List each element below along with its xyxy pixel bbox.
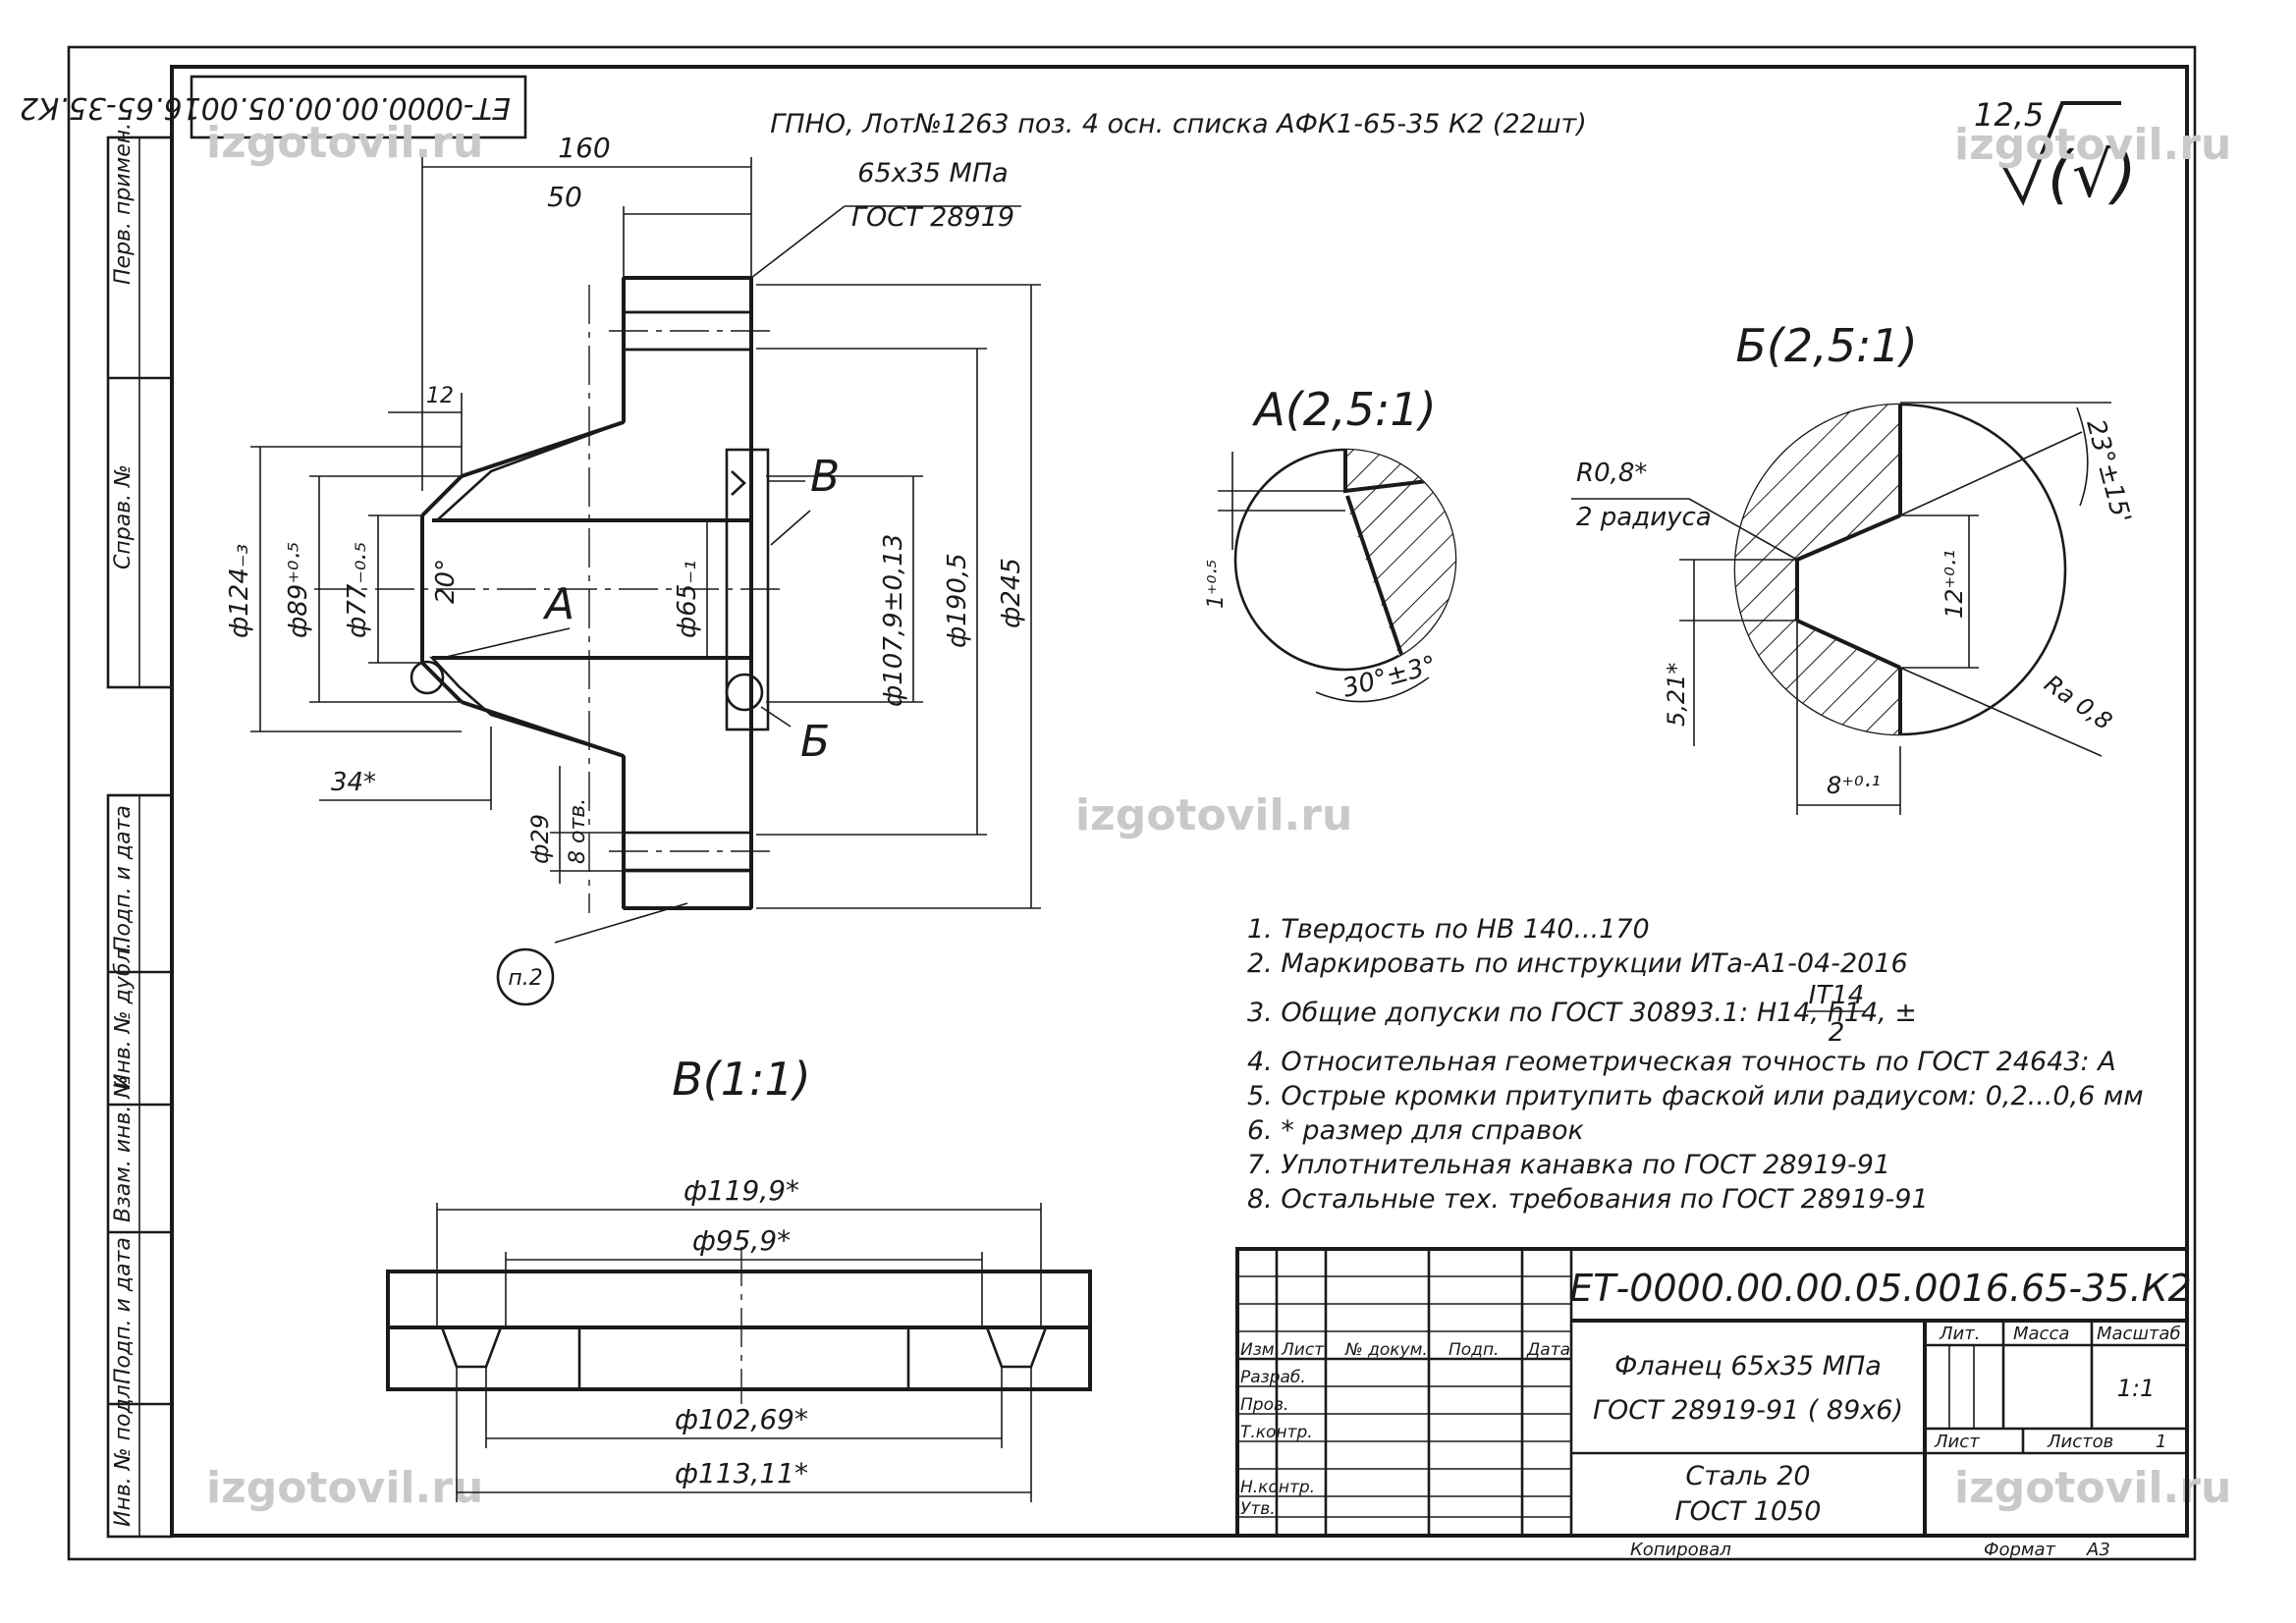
roughness-value: 12,5 [1974, 96, 2044, 134]
detail-b-angle: 23°±15' [2080, 416, 2136, 526]
note-1: 1. Твердость по НВ 140...170 [1247, 914, 1650, 945]
watermark-5: izgotovil.ru [1954, 1463, 2231, 1513]
roughness-symbol: 12,5 (√) [1974, 96, 2137, 212]
dim-holes: 8 отв. [566, 798, 590, 864]
detail-b-dim-12: 12⁺⁰·¹ [1941, 550, 1968, 619]
detail-b-roughness: Ra 0,8 [2040, 670, 2117, 735]
side-label-3: Подп. и дата [111, 805, 136, 952]
dim-124: ф124₋₃ [225, 544, 254, 638]
side-label-1: Перв. примен. [111, 123, 136, 285]
technical-notes: 1. Твердость по НВ 140...170 2. Маркиров… [1247, 914, 2144, 1215]
detail-b-radius-note: 2 радиуса [1576, 503, 1712, 532]
sheet-label: Лист [1934, 1432, 1980, 1452]
dimension-lines [250, 157, 1041, 1006]
note-8: 8. Остальные тех. требования по ГОСТ 289… [1247, 1184, 1929, 1215]
section-v-d959: ф95,9* [692, 1224, 791, 1257]
role-3: Т.контр. [1240, 1423, 1313, 1442]
note-7: 7. Уплотнительная канавка по ГОСТ 28919-… [1247, 1150, 1890, 1180]
note-3-fraction-den: 2 [1829, 1018, 1845, 1048]
dim-89: ф89⁺⁰·⁵ [284, 542, 313, 638]
sheets-label: Листов [2047, 1432, 2113, 1452]
role-4: Н.контр. [1240, 1478, 1315, 1497]
view-letter-b: Б [800, 717, 830, 767]
section-v: В(1:1) ф119,9* ф95,9* ф102,69* ф113,11* [386, 1053, 1092, 1502]
scale-label: Масштаб [2097, 1324, 2181, 1344]
detail-a-angle: 30°±3° [1339, 651, 1440, 704]
role-2: Пров. [1240, 1395, 1288, 1415]
role-5: Утв. [1240, 1499, 1276, 1519]
side-label-7: Инв. № подл. [111, 1378, 136, 1527]
section-v-d11311: ф113,11* [675, 1457, 808, 1489]
section-v-d1199: ф119,9* [683, 1174, 799, 1207]
side-strip: Перв. примен. Справ. № Подп. и дата Инв.… [106, 123, 174, 1539]
title-material-2: ГОСТ 1050 [1675, 1496, 1822, 1527]
dim-160: 160 [558, 132, 610, 164]
section-v-d10269: ф102,69* [675, 1403, 808, 1435]
view-letter-v: В [810, 452, 840, 502]
callout-p2: п.2 [508, 966, 542, 991]
title-material-1: Сталь 20 [1685, 1461, 1810, 1491]
note-3: 3. Общие допуски по ГОСТ 30893.1: H14, h… [1247, 998, 1917, 1028]
col-header-5: Дата [1526, 1340, 1570, 1360]
format-value: А3 [2086, 1540, 2110, 1560]
col-header-3: № докум. [1344, 1340, 1428, 1360]
main-view: 160 50 65х35 МПа ГОСТ 28919 12 ф124₋₃ ф8… [225, 132, 1041, 1006]
dim-29: ф29 [526, 814, 554, 864]
detail-a-dim-1: 1⁺⁰·⁵ [1204, 560, 1229, 609]
dim-190: ф190,5 [943, 553, 972, 648]
watermark-2: izgotovil.ru [1954, 120, 2231, 170]
note-4: 4. Относительная геометрическая точность… [1247, 1047, 2116, 1077]
detail-b-radius: R0,8* [1576, 459, 1647, 488]
dim-34: 34* [331, 768, 376, 797]
detail-a: А(2,5:1) 1⁺⁰·⁵ 30°±3° [1204, 383, 1457, 704]
side-label-5: Взам. инв. № [111, 1076, 136, 1222]
note-6: 6. * размер для справок [1247, 1115, 1585, 1146]
detail-b-dim-521: 5,21* [1663, 663, 1690, 727]
mirrored-stamp: ЕТ-0000.00.00.05.0016.65-35.К2 [20, 75, 527, 139]
note-3-fraction-num: IT14 [1809, 981, 1865, 1010]
side-label-2: Справ. № [111, 464, 136, 569]
detail-a-title: А(2,5:1) [1251, 383, 1436, 436]
dim-245: ф245 [997, 558, 1026, 628]
title-name-1: Фланец 65х35 МПа [1614, 1351, 1882, 1381]
dim-12: 12 [426, 384, 454, 408]
title-designation: ЕТ-0000.00.00.05.0016.65-35.К2 [1569, 1267, 2191, 1310]
material-label-1: 65х35 МПа [857, 158, 1008, 189]
format-label: Формат [1984, 1540, 2056, 1560]
detail-b: Б(2,5:1) 23°±15' 12⁺⁰·¹ 5,21* 8⁺⁰·¹ Ra 0… [1571, 319, 2136, 815]
lit-label: Лит. [1939, 1324, 1980, 1344]
dim-77: ф77₋₀.₅ [343, 542, 372, 638]
col-header-1: Изм. [1240, 1340, 1280, 1360]
mass-label: Масса [2013, 1324, 2069, 1344]
role-1: Разраб. [1240, 1368, 1306, 1387]
col-header-4: Подп. [1449, 1340, 1499, 1360]
side-label-6: Подп. и дата [111, 1237, 136, 1384]
title-name-2: ГОСТ 28919-91 ( 89х6) [1593, 1395, 1903, 1426]
title-block: ЕТ-0000.00.00.05.0016.65-35.К2 Фланец 65… [1235, 1247, 2192, 1560]
note-2: 2. Маркировать по инструкции ИТа-А1-04-2… [1247, 948, 1908, 979]
side-label-4: Инв. № дубл. [111, 942, 136, 1090]
copied-label: Копировал [1630, 1540, 1731, 1560]
roughness-bracket: (√) [2048, 139, 2137, 212]
material-label-2: ГОСТ 28919 [851, 202, 1014, 233]
header-note: ГПНО, Лот№1263 поз. 4 осн. списка АФК1-6… [770, 109, 1587, 139]
watermark-3: izgotovil.ru [1075, 790, 1352, 840]
view-letter-a: А [542, 579, 574, 629]
detail-b-dim-8: 8⁺⁰·¹ [1827, 772, 1881, 799]
detail-b-title: Б(2,5:1) [1735, 319, 1917, 372]
dim-107: ф107,9±0,13 [879, 534, 908, 707]
dim-50: 50 [547, 181, 582, 213]
col-header-2: Лист [1281, 1340, 1325, 1360]
dim-65: ф65₋₁ [673, 561, 702, 638]
watermark-1: izgotovil.ru [206, 118, 483, 168]
stamp-top-text: ЕТ-0000.00.00.05.0016.65-35.К2 [20, 90, 511, 125]
angle-20: 20° [431, 559, 461, 604]
section-v-title: В(1:1) [672, 1053, 810, 1106]
sheets-value: 1 [2156, 1432, 2166, 1452]
scale-value: 1:1 [2117, 1375, 2156, 1402]
note-5: 5. Острые кромки притупить фаской или ра… [1247, 1081, 2144, 1111]
watermark-4: izgotovil.ru [206, 1463, 483, 1513]
